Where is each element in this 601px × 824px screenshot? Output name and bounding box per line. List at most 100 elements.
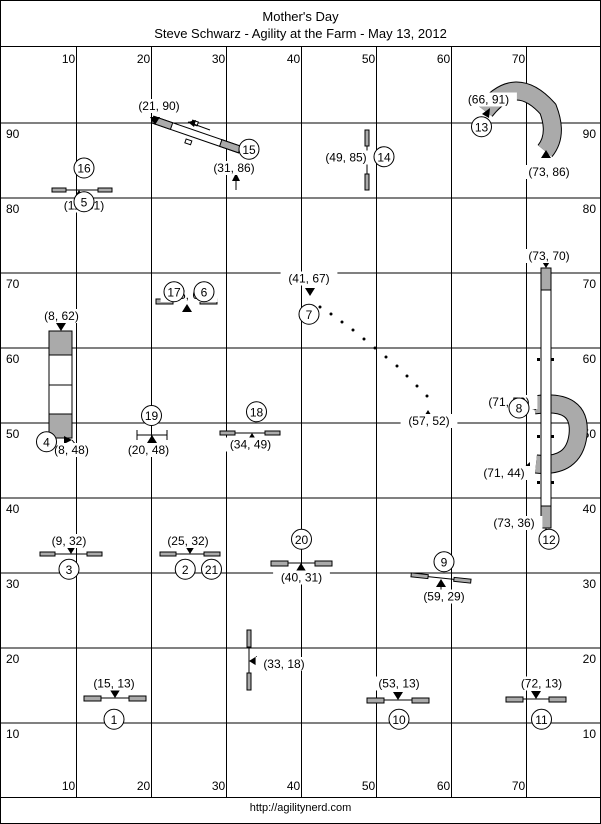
coord-label: (72, 13): [521, 677, 562, 691]
obstacle-number: 5: [81, 195, 88, 209]
course-subtitle: Steve Schwarz - Agility at the Farm - Ma…: [154, 26, 447, 41]
y-axis-label: 10: [583, 727, 597, 741]
x-axis-label: 20: [137, 52, 151, 66]
obstacle-number: 10: [392, 713, 406, 727]
obstacle-number-circle: [201, 558, 222, 580]
y-axis-label: 30: [583, 577, 597, 591]
y-axis-label: 10: [6, 727, 20, 741]
obstacle-number: 21: [205, 563, 219, 577]
x-axis-label: 30: [212, 52, 226, 66]
obstacle-number-circle: [373, 146, 395, 168]
obstacle-number-circle: [36, 431, 57, 453]
coord-label: (21, 90): [138, 99, 179, 113]
obstacle-number: 4: [43, 435, 50, 449]
y-axis-label: 50: [6, 427, 20, 441]
coord-label-bg: [120, 443, 177, 457]
obstacle-number-circle: [531, 708, 552, 730]
obstacle-number-circle: [73, 191, 95, 213]
coord-label: (33, 18): [263, 657, 304, 671]
obstacle-number-circle: [58, 558, 80, 580]
obstacle-number: 19: [145, 409, 159, 423]
coord-label-bg: [36, 309, 87, 323]
x-axis-label: 10: [62, 52, 76, 66]
coord-label: (20, 48): [128, 443, 169, 457]
obstacle-number-circle: [163, 281, 185, 303]
obstacle-number-circle: [538, 528, 560, 550]
obstacle-number: 15: [242, 143, 256, 157]
coord-label: (34, 49): [230, 438, 271, 452]
coord-label-bg: [513, 676, 570, 691]
coord-label-bg: [280, 271, 338, 286]
x-axis-label: 40: [287, 779, 301, 793]
y-axis-label: 80: [583, 202, 597, 216]
coord-label: (73, 36): [493, 516, 534, 530]
jump-16: [51, 187, 113, 193]
y-axis-label: 90: [6, 127, 20, 141]
coord-label-bg: [460, 92, 517, 107]
x-axis-label: 30: [212, 779, 226, 793]
coord-label: (31, 86): [213, 161, 254, 175]
y-axis-label: 80: [6, 202, 20, 216]
coord-label: (73, 86): [528, 165, 569, 179]
coord-label-bg: [273, 570, 330, 585]
coord-label-bg: [475, 466, 533, 480]
y-axis-label: 60: [6, 352, 20, 366]
obstacle-number-circle: [246, 401, 267, 423]
coord-label-bg: [85, 676, 143, 691]
obstacle-number: 6: [201, 285, 208, 299]
obstacle-number-circle: [193, 281, 215, 303]
course-title: Mother's Day: [262, 9, 339, 24]
coord-label-bg: [485, 516, 543, 530]
obstacle-number: 14: [377, 150, 391, 164]
coord-label-bg: [46, 443, 97, 457]
jump-9: [410, 572, 472, 584]
y-axis-label: 40: [6, 502, 20, 516]
obstacle-number: 18: [250, 405, 264, 419]
markers: [56, 108, 551, 700]
coord-label-bg: [255, 657, 313, 671]
y-axis-label: 70: [583, 277, 597, 291]
obstacle-number: 11: [535, 713, 548, 727]
coord-label-bg: [520, 165, 578, 179]
y-axis-label: 90: [583, 127, 597, 141]
coord-label: (57, 52): [408, 414, 449, 428]
y-axis-label: 70: [6, 277, 20, 291]
obstacle-number-circle: [433, 551, 455, 573]
coord-label-bg: [205, 161, 263, 175]
obstacle-number-circle: [471, 116, 492, 138]
obstacle-number-circle: [174, 558, 196, 580]
x-axis-label: 50: [362, 52, 376, 66]
x-axis-label: 50: [362, 779, 376, 793]
obstacle-number-circle: [298, 303, 320, 325]
obstacle-number-circle: [291, 528, 312, 550]
y-axis-label: 30: [6, 577, 20, 591]
x-axis-label: 20: [137, 779, 151, 793]
obstacle-number: 8: [516, 402, 523, 416]
coord-label-bg: [43, 534, 95, 548]
y-axis-label: 40: [583, 502, 597, 516]
coord-label-bg: [415, 589, 473, 604]
coord-label: (41, 67): [288, 272, 329, 286]
obstacle-number-circle: [103, 708, 125, 730]
obstacle-number-circle: [388, 708, 410, 730]
obstacle-number: 20: [295, 533, 309, 547]
obstacle-number-circle: [508, 397, 530, 419]
obstacle-number: 13: [475, 120, 489, 134]
coord-label-bg: [222, 437, 279, 452]
coord-label: (9, 32): [52, 534, 87, 548]
y-axis-label: 20: [6, 652, 20, 666]
coord-label: (73, 70): [528, 249, 569, 263]
y-axis-label: 60: [583, 352, 597, 366]
coord-label-bg: [400, 414, 458, 428]
coord-label: (15, 13): [93, 677, 134, 691]
obstacle-number: 9: [441, 555, 448, 569]
coord-label: (71, 44): [483, 466, 524, 480]
coord-label-bg: [520, 249, 578, 263]
aframe-4: [48, 330, 73, 439]
coord-label-bg: [370, 676, 428, 691]
coord-label-bg: [159, 534, 217, 548]
coord-label-bg: [317, 150, 375, 165]
x-axis-label: 70: [512, 779, 526, 793]
x-axis-label: 60: [437, 52, 451, 66]
